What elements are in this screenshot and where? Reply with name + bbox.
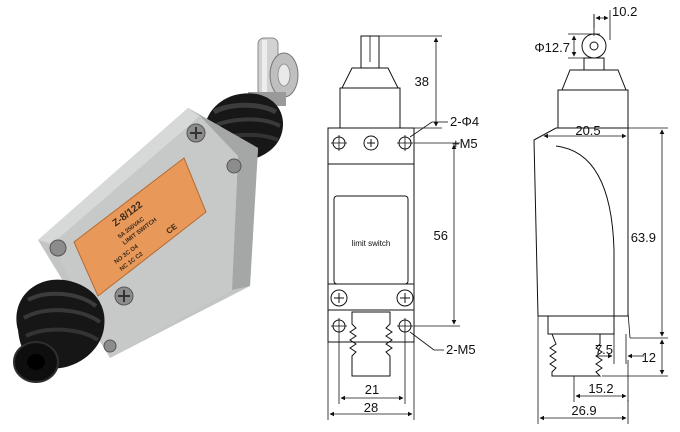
dim-38: 38	[415, 74, 429, 89]
housing-screw-top	[186, 123, 206, 143]
housing-screw-left	[49, 239, 67, 257]
front-body	[327, 127, 415, 311]
dim-28: 28	[364, 400, 378, 415]
dim-phi12-7: Φ12.7	[534, 40, 570, 55]
side-body	[533, 127, 629, 317]
bottom-cable-gland	[13, 279, 105, 383]
side-view-drawing: 10.2 Φ12.7 20.5 63.9 7.5 12 15.2 26.9	[533, 4, 668, 424]
callout-2phi4: 2-Φ4	[450, 114, 479, 129]
housing-screw-bottom-left	[103, 339, 117, 353]
side-base	[538, 315, 615, 335]
front-boot-base	[339, 87, 401, 129]
front-view-drawing: limit switch 38 56 2-Φ4 +M5 2-M5	[327, 35, 479, 420]
dim-21: 21	[365, 382, 379, 397]
dim-10-2: 10.2	[612, 4, 637, 19]
dim-12: 12	[642, 350, 656, 365]
front-cable-gland	[349, 311, 393, 377]
dim-63-9: 63.9	[631, 230, 656, 245]
dim-26-9: 26.9	[571, 403, 596, 418]
callout-m5: +M5	[452, 136, 478, 151]
front-bottom-screws	[330, 289, 414, 307]
side-boot-top	[561, 69, 627, 91]
dim-7-5: 7.5	[595, 342, 613, 357]
housing-screw-bottom	[114, 286, 134, 306]
housing-screw-right	[226, 158, 242, 174]
front-top-holes	[331, 135, 413, 151]
side-cable-gland	[549, 333, 603, 377]
product-photo: Z-8/122 5A 250VAC LIMIT SWITCH NO 3C O4 …	[13, 37, 299, 383]
front-body-label: limit switch	[352, 239, 391, 248]
front-label-window	[333, 195, 409, 285]
dim-15-2: 15.2	[588, 381, 613, 396]
dim-20-5: 20.5	[575, 123, 600, 138]
front-boot-top	[341, 67, 399, 89]
side-roller	[581, 33, 607, 59]
callout-2m5: 2-M5	[446, 342, 476, 357]
dim-56: 56	[434, 228, 448, 243]
